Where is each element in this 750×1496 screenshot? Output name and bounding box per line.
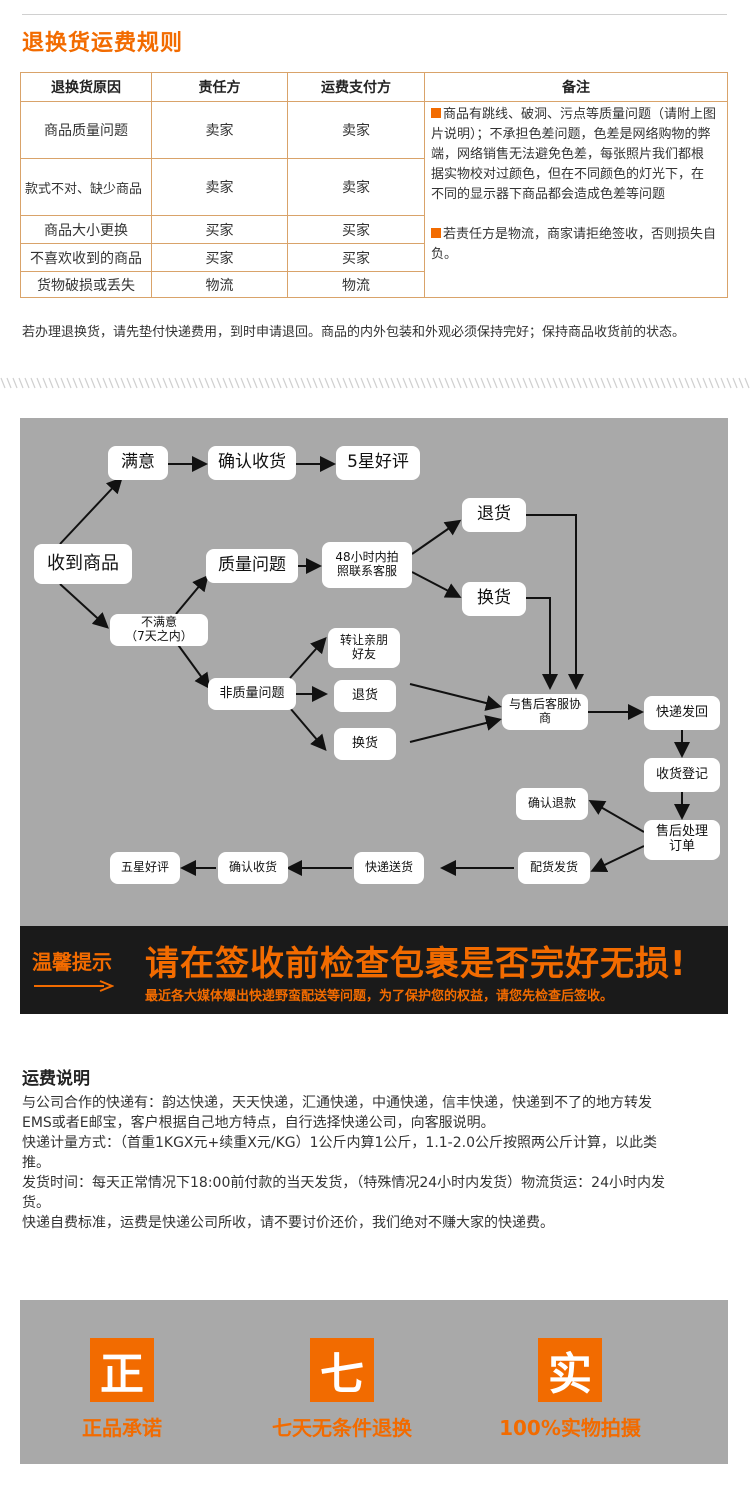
row-payer: 卖家 — [342, 123, 370, 139]
real-photo-badge-icon: 实 — [538, 1338, 602, 1402]
promise-real-photo: 100%实物拍摄 — [499, 1416, 641, 1440]
shipping-line: 快递自费标准，运费是快递公司所收，请不要讨价还价，我们绝对不赚大家的快递费。 — [22, 1215, 554, 1231]
node-five-star: 5星好评 — [336, 446, 420, 480]
node-non-quality: 非质量问题 — [208, 678, 296, 710]
note-quality-text: 商品有跳线、破洞、污点等质量问题（请附上图片说明）；不承担色差问题，色差是网络购… — [431, 107, 717, 202]
table-divider — [21, 158, 424, 159]
top-divider — [22, 14, 727, 15]
return-notice: 若办理退换货，请先垫付快递费用，到时申请退回。商品的内外包装和外观必须保持完好；… — [22, 325, 686, 340]
table-divider — [287, 73, 288, 297]
node-receive: 收到商品 — [34, 544, 132, 584]
banner-tag: 温馨提示 — [32, 950, 112, 974]
bullet-square-icon — [431, 228, 441, 238]
node-express-delivery: 快递送货 — [354, 852, 424, 884]
row-payer: 物流 — [342, 277, 370, 294]
row-reason: 商品质量问题 — [44, 123, 128, 139]
node-receipt-register: 收货登记 — [644, 758, 720, 792]
header-party: 责任方 — [198, 80, 241, 96]
row-party: 物流 — [205, 277, 234, 294]
row-party: 卖家 — [205, 123, 234, 139]
row-reason: 不喜欢收到的商品 — [30, 250, 142, 267]
row-payer: 卖家 — [342, 180, 370, 196]
node-quality-issue: 质量问题 — [206, 549, 298, 583]
node-five-star-final: 五星好评 — [110, 852, 180, 884]
row-reason: 款式不对、缺少商品 — [25, 181, 143, 197]
table-divider — [21, 215, 424, 216]
row-party: 买家 — [205, 222, 234, 239]
table-divider — [21, 243, 424, 244]
header-payer: 运费支付方 — [321, 80, 391, 96]
row-payer: 买家 — [342, 250, 370, 267]
header-note: 备注 — [562, 80, 590, 96]
table-divider — [151, 73, 152, 297]
arrow-right-icon — [34, 980, 114, 992]
note-logistics-text: 若责任方是物流，商家请拒绝签收，否则损失自负。 — [431, 227, 717, 262]
node-contact-48h: 48小时内拍照联系客服 — [322, 542, 412, 588]
table-divider — [424, 73, 425, 297]
node-dispatch: 配货发货 — [518, 852, 590, 884]
node-negotiate: 与售后客服协商 — [502, 694, 588, 730]
flow-arrows — [59, 456, 690, 876]
row-reason: 货物破损或丢失 — [37, 277, 135, 294]
table-note: 商品有跳线、破洞、污点等质量问题（请附上图片说明）；不承担色差问题，色差是网络购… — [431, 105, 716, 265]
node-exchange-nonquality: 换货 — [334, 728, 396, 760]
node-after-sale-order: 售后处理订单 — [644, 820, 720, 860]
within-7-days: （7天之内） — [125, 629, 193, 643]
warning-banner: 温馨提示 请在签收前检查包裹是否完好无损! 最近各大媒体爆出快递野蛮配送等问题，… — [20, 926, 728, 1014]
genuine-badge-icon: 正 — [90, 1338, 154, 1402]
table-divider — [21, 101, 727, 102]
node-exchange-quality: 换货 — [462, 582, 526, 616]
shipping-body: 与公司合作的快递有：韵达快递，天天快递，汇通快递，中通快递，信丰快递，快递到不了… — [22, 1093, 672, 1233]
row-party: 买家 — [205, 250, 234, 267]
node-confirm-receipt: 确认收货 — [208, 446, 296, 480]
node-confirm-refund: 确认退款 — [516, 788, 588, 820]
node-return-quality: 退货 — [462, 498, 526, 532]
rules-table: 退换货原因 责任方 运费支付方 备注 商品质量问题 卖家 卖家 款式不对、缺少商… — [20, 72, 728, 298]
node-ship-back: 快递发回 — [644, 696, 720, 730]
node-confirm-receipt-final: 确认收货 — [218, 852, 288, 884]
shipping-title: 运费说明 — [22, 1069, 90, 1089]
promise-strip: 正 正品承诺 七 七天无条件退换 实 100%实物拍摄 — [20, 1300, 728, 1464]
seven-days-badge-icon: 七 — [310, 1338, 374, 1402]
bullet-square-icon — [431, 108, 441, 118]
header-reason: 退换货原因 — [51, 80, 121, 96]
node-return-nonquality: 退货 — [334, 680, 396, 712]
return-flowchart: 满意 确认收货 5星好评 收到商品 质量问题 48小时内拍照联系客服 退货 换货… — [20, 418, 728, 926]
note-quality: 商品有跳线、破洞、污点等质量问题（请附上图片说明）；不承担色差问题，色差是网络购… — [431, 105, 716, 205]
node-unsatisfied: 不满意 （7天之内） — [110, 614, 208, 646]
unsatisfied-label: 不满意 — [140, 615, 177, 630]
row-reason: 商品大小更换 — [44, 222, 128, 239]
node-satisfied: 满意 — [108, 446, 168, 480]
banner-subtext: 最近各大媒体爆出快递野蛮配送等问题，为了保护您的权益，请您先检查后签收。 — [145, 989, 614, 1004]
promise-seven-days: 七天无条件退换 — [272, 1416, 412, 1440]
zigzag-divider — [0, 376, 750, 390]
table-divider — [21, 271, 424, 272]
page-title: 退换货运费规则 — [22, 31, 184, 56]
node-transfer-friends: 转让亲朋好友 — [328, 628, 400, 668]
note-logistics: 若责任方是物流，商家请拒绝签收，否则损失自负。 — [431, 225, 716, 265]
banner-headline: 请在签收前检查包裹是否完好无损! — [145, 944, 687, 984]
promise-genuine: 正品承诺 — [82, 1416, 162, 1440]
shipping-line: 发货时间：每天正常情况下18:00前付款的当天发货，（特殊情况24小时内发货）物… — [22, 1175, 665, 1211]
shipping-line: 与公司合作的快递有：韵达快递，天天快递，汇通快递，中通快递，信丰快递，快递到不了… — [22, 1095, 652, 1131]
row-payer: 买家 — [342, 222, 370, 239]
shipping-line: 快递计量方式：（首重1KGX元+续重X元/KG）1公斤内算1公斤，1.1-2.0… — [22, 1135, 657, 1171]
row-party: 卖家 — [205, 180, 234, 196]
